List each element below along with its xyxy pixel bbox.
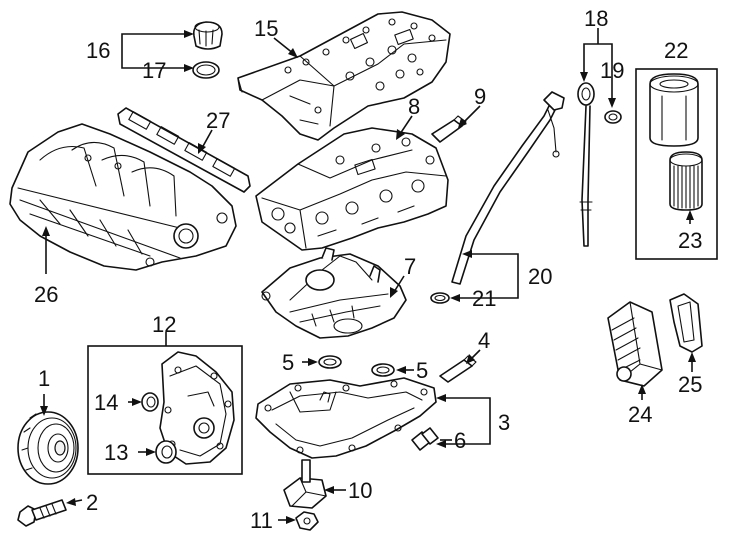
callout-6: 6 xyxy=(454,428,466,453)
callout-1: 1 xyxy=(38,366,50,391)
part-23-oil-filter-element xyxy=(669,151,703,211)
part-25-gasket xyxy=(669,293,703,353)
callout-8: 8 xyxy=(408,94,420,119)
callout-26: 26 xyxy=(34,282,58,307)
part-20-dipstick-tube xyxy=(451,91,565,285)
part-24-oil-cooler xyxy=(607,301,663,387)
part-11-nut xyxy=(295,511,319,531)
callout-27: 27 xyxy=(206,108,230,133)
callout-7: 7 xyxy=(404,254,416,279)
part-5-seal-right xyxy=(371,363,395,377)
part-19-seal xyxy=(604,110,622,124)
callout-23: 23 xyxy=(678,228,702,253)
callout-16: 16 xyxy=(86,38,110,63)
part-27-intake-gasket xyxy=(117,107,251,193)
part-12-group-box xyxy=(87,345,243,475)
part-15-valve-cover xyxy=(237,11,451,141)
part-21-seal-ring xyxy=(430,292,450,304)
part-10-oil-sensor xyxy=(283,459,327,509)
callout-5-left: 5 xyxy=(282,350,294,375)
part-5-seal-left xyxy=(318,355,342,369)
callout-21: 21 xyxy=(472,286,496,311)
part-22-group-box xyxy=(635,68,718,260)
part-26-intake-manifold xyxy=(9,123,237,271)
callout-10: 10 xyxy=(348,478,372,503)
part-2-bolt xyxy=(17,499,67,527)
part-8-cylinder-head xyxy=(255,127,449,251)
callout-5-right: 5 xyxy=(416,358,428,383)
callout-15: 15 xyxy=(254,16,278,41)
callout-20: 20 xyxy=(528,264,552,289)
callout-12: 12 xyxy=(152,312,176,337)
part-6-drain-plug xyxy=(411,427,439,451)
part-3-oil-pan xyxy=(255,377,437,459)
callout-25: 25 xyxy=(678,372,702,397)
callout-17: 17 xyxy=(142,58,166,83)
callout-4: 4 xyxy=(478,328,490,353)
callout-11: 11 xyxy=(250,508,273,533)
part-14-seal xyxy=(141,392,159,412)
callout-13: 13 xyxy=(104,440,128,465)
callout-19: 19 xyxy=(600,58,624,83)
callout-18: 18 xyxy=(584,6,608,31)
part-17-seal-ring xyxy=(192,61,220,79)
callout-9: 9 xyxy=(474,84,486,109)
leader-lines xyxy=(40,28,696,524)
part-18-dipstick xyxy=(577,82,595,247)
callout-2: 2 xyxy=(86,490,98,515)
part-22-oil-filter-housing xyxy=(649,73,699,147)
callout-14: 14 xyxy=(94,390,118,415)
part-7-oil-baffle xyxy=(261,247,407,339)
callout-labels: 16 17 15 27 26 8 9 7 5 5 4 3 6 10 11 1 2… xyxy=(34,6,702,533)
callout-22: 22 xyxy=(664,38,688,63)
part-1-crankshaft-pulley xyxy=(17,411,79,485)
part-16-oil-filler-cap xyxy=(192,21,223,50)
callout-3: 3 xyxy=(498,410,510,435)
part-13-seal xyxy=(155,440,177,464)
part-12-timing-cover xyxy=(159,351,235,465)
callout-24: 24 xyxy=(628,402,652,427)
